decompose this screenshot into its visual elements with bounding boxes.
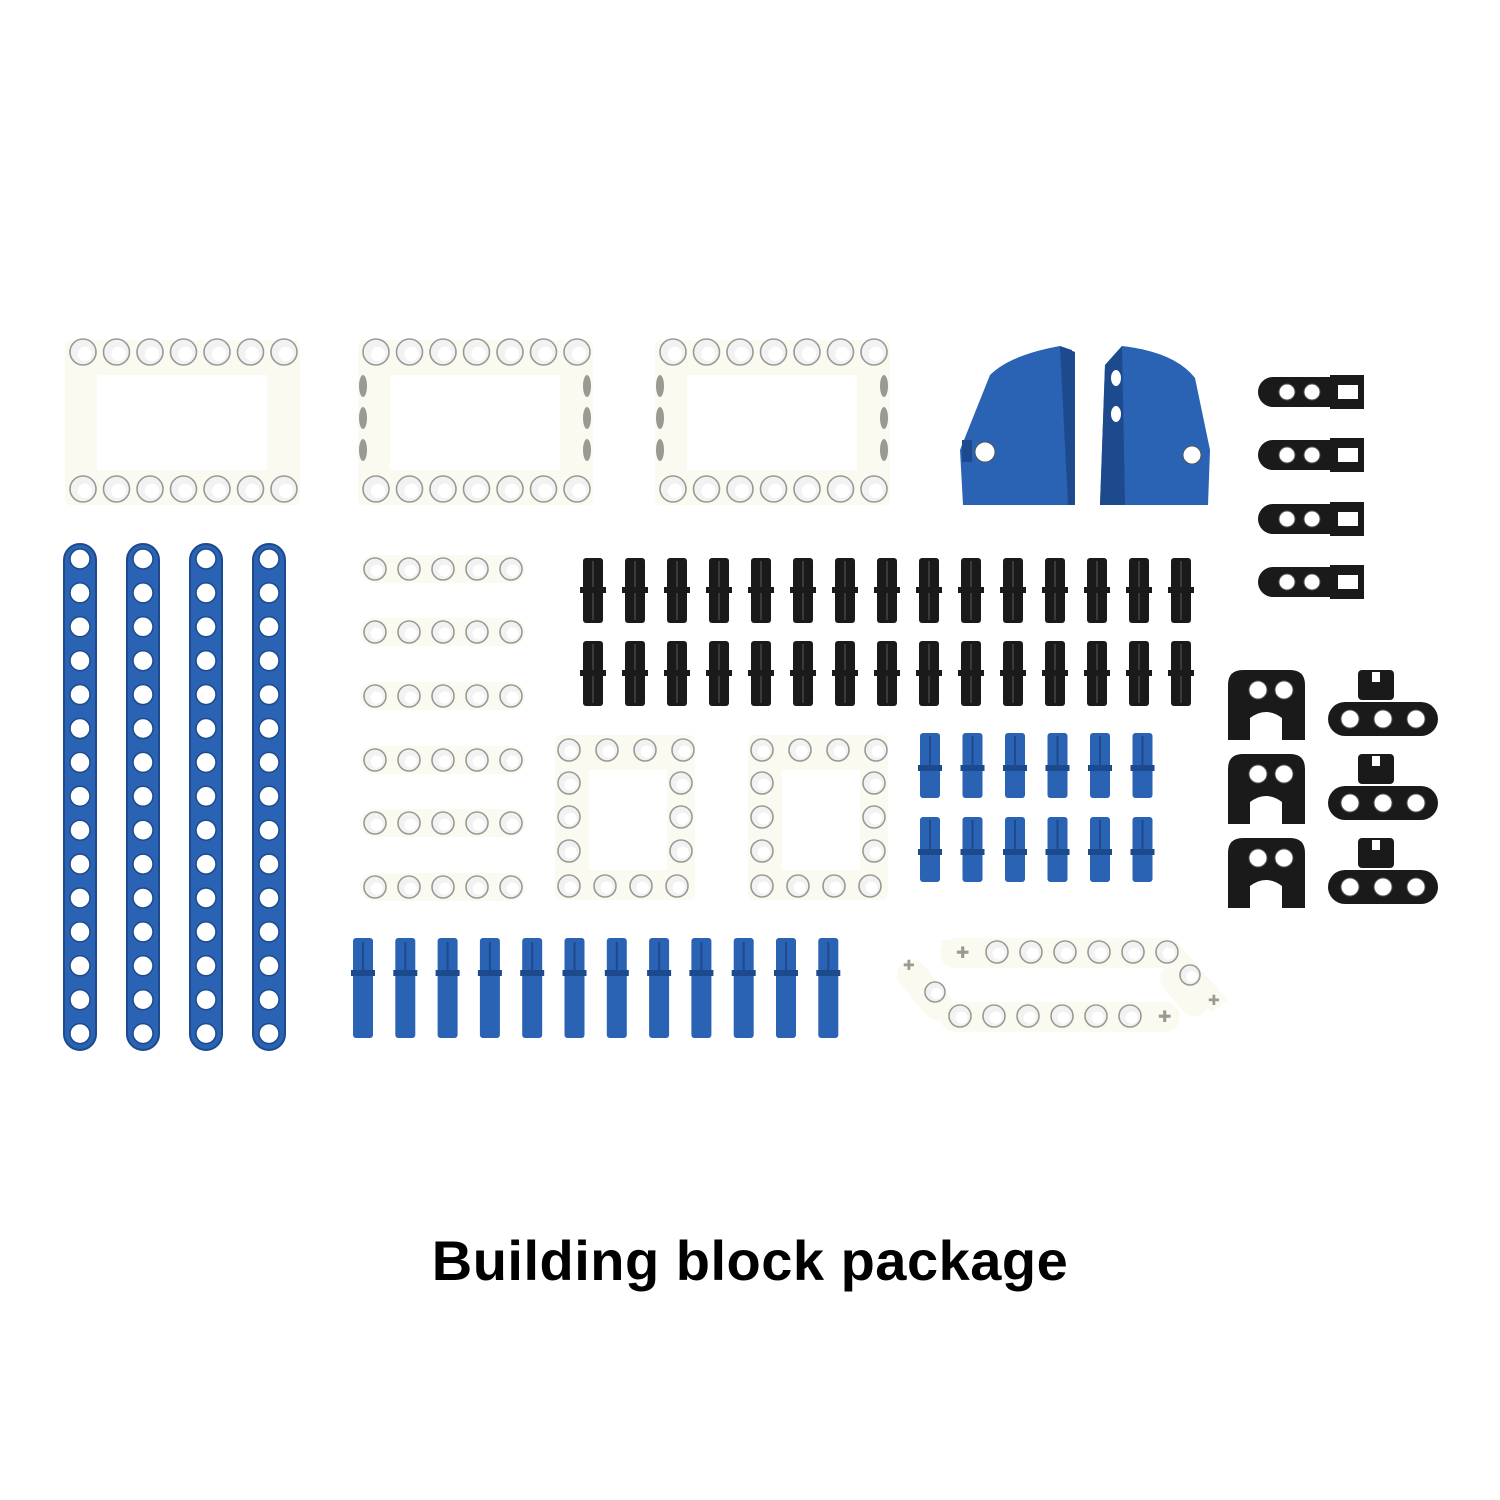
black-pin (1126, 558, 1152, 623)
black-pin (1084, 558, 1110, 623)
black-axle-connector (1258, 375, 1364, 409)
white-beam-5-hole (360, 682, 525, 710)
blue-pin-short (918, 817, 942, 882)
white-frame-5x7 (358, 338, 593, 505)
black-t-connector (1328, 838, 1438, 904)
svg-text:✚: ✚ (903, 958, 915, 974)
blue-pin-long (562, 938, 587, 1038)
blue-pin-short (1130, 817, 1155, 882)
black-pin (790, 641, 816, 706)
blue-pin-short (918, 733, 942, 798)
black-pin (580, 641, 606, 706)
black-pin (1042, 641, 1068, 706)
blue-beam-15-hole (189, 543, 223, 1051)
white-beam-5-hole (360, 746, 525, 774)
blue-pin-short (1045, 733, 1070, 798)
black-pin (748, 641, 774, 706)
black-u-connector (1228, 670, 1305, 740)
white-open-frame (555, 735, 695, 900)
black-t-connector (1328, 754, 1438, 820)
black-pin (622, 641, 648, 706)
blue-angled-panel (1100, 346, 1210, 505)
blue-pin-long (774, 938, 798, 1038)
blue-pin-long (647, 938, 672, 1038)
blue-pin-long (731, 938, 756, 1038)
white-beam-5-hole (360, 555, 525, 583)
black-pin (874, 558, 900, 623)
blue-pin-long (393, 938, 418, 1038)
white-frame-5x7 (65, 338, 300, 505)
blue-pin-long (351, 938, 375, 1038)
black-axle-connector (1258, 502, 1364, 536)
blue-pin-short (1130, 733, 1155, 798)
svg-text:✚: ✚ (1208, 993, 1220, 1009)
white-open-frame (748, 735, 888, 900)
blue-pin-short (1045, 817, 1070, 882)
white-beam-5-hole (360, 618, 525, 646)
black-pin (664, 558, 690, 623)
black-pin (832, 558, 858, 623)
black-pin (748, 558, 774, 623)
blue-beam-15-hole (63, 543, 97, 1051)
black-pin (1084, 641, 1110, 706)
black-t-connector (1328, 670, 1438, 736)
black-pin (832, 641, 858, 706)
black-pin (706, 558, 732, 623)
black-pin (622, 558, 648, 623)
blue-pin-long (604, 938, 629, 1038)
black-pin (790, 558, 816, 623)
blue-angled-panel (960, 346, 1075, 505)
svg-text:✚: ✚ (1158, 1007, 1171, 1026)
blue-pin-short (960, 817, 985, 882)
blue-beam-15-hole (126, 543, 160, 1051)
black-pin (916, 641, 942, 706)
black-pin (706, 641, 732, 706)
black-pin (958, 558, 984, 623)
blue-pin-long (689, 938, 714, 1038)
black-pin (1000, 641, 1026, 706)
blue-pin-short (1003, 733, 1027, 798)
black-u-connector (1228, 838, 1305, 908)
black-u-connector (1228, 754, 1305, 824)
black-pin (1168, 558, 1194, 623)
black-pin (664, 641, 690, 706)
black-pin (1000, 558, 1026, 623)
black-pin (916, 558, 942, 623)
blue-pin-long (477, 938, 502, 1038)
svg-text:✚: ✚ (956, 943, 969, 962)
white-bent-beam: ✚✚ (897, 958, 1180, 1032)
blue-pin-long (816, 938, 841, 1038)
black-axle-connector (1258, 438, 1364, 472)
black-pin (580, 558, 606, 623)
blue-pin-short (1088, 733, 1112, 798)
black-axle-connector (1258, 565, 1364, 599)
blue-beam-15-hole (252, 543, 286, 1051)
blue-pin-short (1003, 817, 1027, 882)
black-pin (958, 641, 984, 706)
white-frame-5x7 (655, 338, 890, 505)
white-beam-5-hole (360, 809, 525, 837)
black-pin (1042, 558, 1068, 623)
black-pin (1126, 641, 1152, 706)
white-beam-5-hole (360, 873, 525, 901)
blue-pin-long (435, 938, 460, 1038)
blue-pin-long (520, 938, 545, 1038)
black-pin (874, 641, 900, 706)
white-bent-beam: ✚✚ (940, 938, 1228, 1017)
caption: Building block package (431, 1229, 1069, 1292)
blue-pin-short (1088, 817, 1112, 882)
blue-pin-short (960, 733, 985, 798)
black-pin (1168, 641, 1194, 706)
